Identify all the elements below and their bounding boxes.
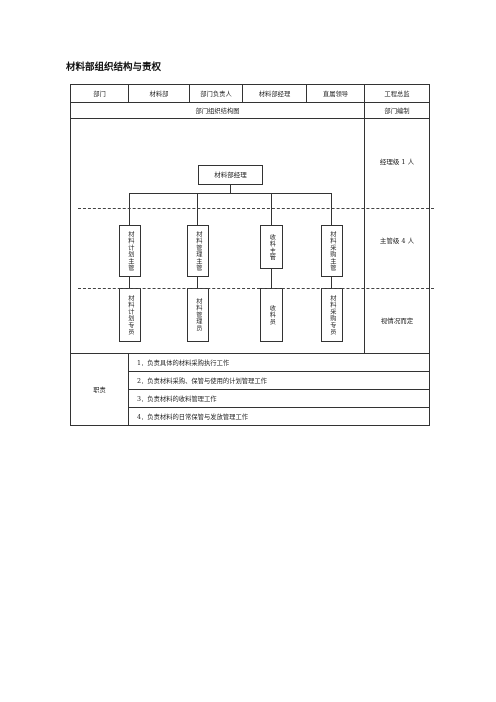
- staffing-manager: 经理级 1 人: [379, 158, 415, 166]
- duties-label: 职责: [70, 353, 129, 426]
- head-value: 材料部经理: [242, 84, 307, 103]
- supervisor-box-plan: 材料计划主管: [119, 225, 141, 277]
- level-divider: [78, 208, 434, 209]
- document-title: 材料部组织结构与责权: [66, 62, 162, 73]
- org-chart: 材料部经理 材料计划主管 材料管理主管 收料主管: [71, 119, 364, 353]
- supervisor-box-purchasing: 材料采购主管: [321, 225, 343, 277]
- dept-value: 材料部: [128, 84, 190, 103]
- supervisor-box-management: 材料管理主管: [187, 225, 209, 277]
- head-label: 部门负责人: [189, 84, 243, 103]
- dept-label: 部门: [70, 84, 129, 103]
- duty-item: 4．负责材料的日常保管与发放管理工作: [128, 407, 430, 426]
- staffing-supervisor: 主管级 4 人: [379, 237, 415, 245]
- level-divider: [78, 288, 434, 289]
- superior-value: 工程总监: [364, 84, 430, 103]
- staff-box-plan: 材料计划专员: [119, 288, 141, 342]
- staffing-label: 部门编制: [364, 102, 430, 119]
- duty-item: 2．负责材料采购、保管与使用的计划管理工作: [128, 371, 430, 390]
- staff-box-purchasing: 材料采购专员: [321, 288, 343, 342]
- staffing-column: 经理级 1 人 主管级 4 人 视情况而定: [364, 118, 430, 354]
- chart-label: 部门组织结构图: [70, 102, 365, 119]
- supervisor-box-receiving: 收料主管: [260, 225, 283, 269]
- staff-box-management: 材料管理员: [187, 288, 209, 342]
- org-table: 部门 材料部 部门负责人 材料部经理 直属领导 工程总监 部门组织结构图 部门编…: [70, 84, 430, 426]
- staffing-staff: 视情况而定: [380, 317, 414, 325]
- staff-box-receiving: 收料员: [260, 288, 283, 342]
- superior-label: 直属领导: [306, 84, 365, 103]
- manager-box: 材料部经理: [198, 165, 263, 185]
- org-chart-cell: 材料部经理 材料计划主管 材料管理主管 收料主管: [70, 118, 365, 354]
- duty-item: 3．负责材料的收料管理工作: [128, 389, 430, 408]
- duty-item: 1．负责具体的材料采购执行工作: [128, 353, 430, 372]
